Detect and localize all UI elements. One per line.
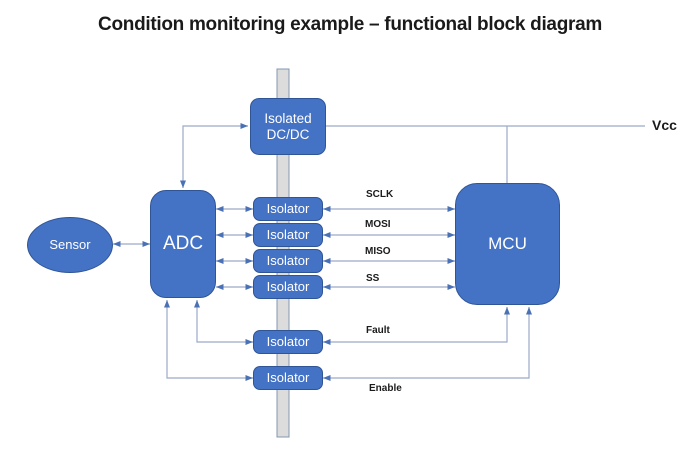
mcu-block: MCU	[455, 183, 560, 305]
connector-enable-mcu	[323, 307, 532, 381]
signal-label-fault: Fault	[366, 325, 390, 336]
isolator-label: Isolator	[266, 226, 310, 242]
isolator-label: Isolator	[266, 333, 310, 349]
isolated-dcdc-block: Isolated DC/DC	[250, 98, 326, 155]
isolator-label: Isolator	[266, 252, 310, 268]
isolator-block-sclk: Isolator	[253, 197, 323, 221]
signal-label-sclk: SCLK	[366, 189, 394, 200]
signal-label-mosi: MOSI	[365, 219, 391, 230]
adc-label: ADC	[162, 233, 204, 255]
signal-label-miso: MISO	[365, 246, 391, 257]
mcu-label: MCU	[488, 234, 527, 254]
isolator-label: Isolator	[266, 369, 310, 385]
isolator-block-enable: Isolator	[253, 366, 323, 390]
isolator-block-miso: Isolator	[253, 249, 323, 273]
signal-label-enable: Enable	[369, 383, 402, 394]
adc-block: ADC	[150, 190, 216, 298]
isolated-dcdc-label-line2: DC/DC	[266, 126, 310, 142]
isolator-block-ss: Isolator	[253, 275, 323, 299]
connector-power-dcdc-adc	[180, 123, 248, 188]
connector-fault-adc	[194, 300, 253, 345]
isolator-block-fault: Isolator	[253, 330, 323, 354]
signal-label-ss: SS	[366, 273, 380, 284]
sensor-block: Sensor	[27, 217, 113, 273]
signal-label-vcc: Vcc	[652, 117, 677, 133]
connector-enable-adc	[164, 300, 253, 381]
isolated-dcdc-label-line1: Isolated	[264, 110, 312, 126]
diagram-title: Condition monitoring example – functiona…	[98, 14, 602, 35]
connector-fault-mcu	[323, 307, 510, 345]
sensor-label: Sensor	[49, 236, 91, 252]
isolator-block-mosi: Isolator	[253, 223, 323, 247]
isolator-label: Isolator	[266, 278, 310, 294]
isolator-label: Isolator	[266, 200, 310, 216]
